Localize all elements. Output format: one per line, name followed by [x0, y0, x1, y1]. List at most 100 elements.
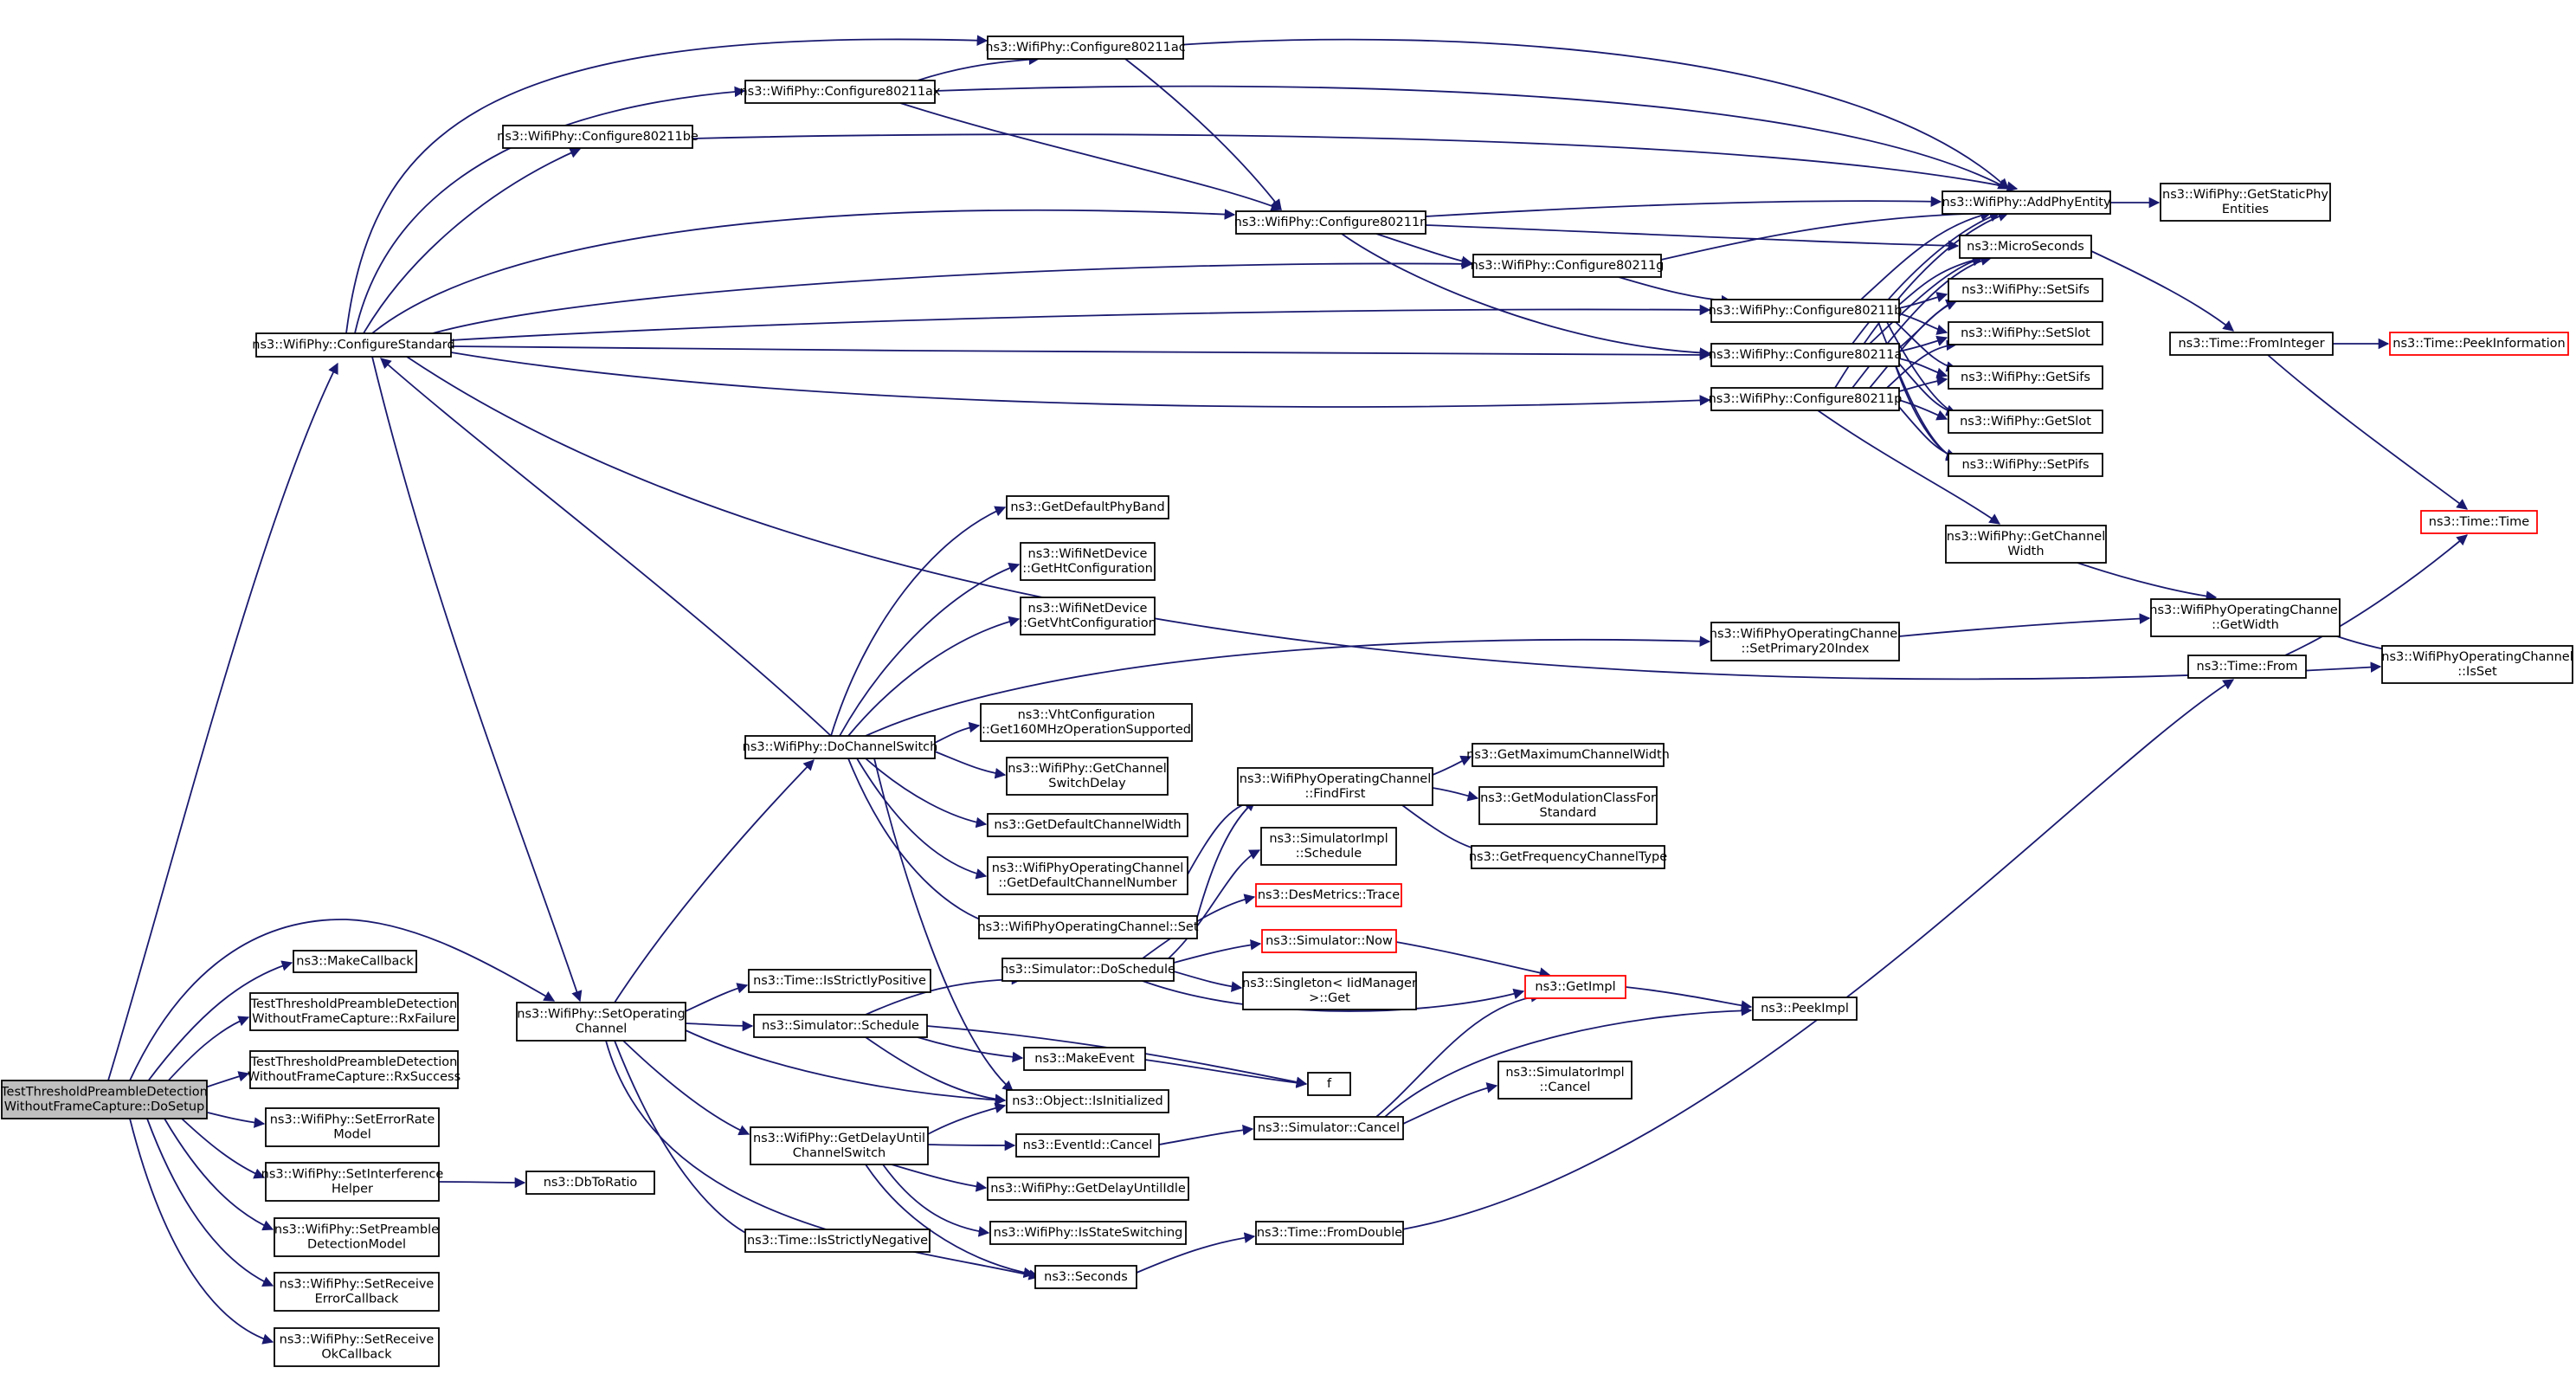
- node-dbtoratio[interactable]: ns3::DbToRatio: [525, 1171, 655, 1195]
- node-isinit[interactable]: ns3::Object::IsInitialized: [1006, 1089, 1169, 1113]
- node-simcancel[interactable]: ns3::Simulator::Cancel: [1253, 1116, 1404, 1140]
- node-label: ns3::MakeCallback: [296, 955, 414, 969]
- node-cfgb[interactable]: ns3::WifiPhy::Configure80211b: [1709, 299, 1903, 323]
- node-box: [1942, 190, 2111, 215]
- node-findfirst[interactable]: ns3::WifiPhyOperatingChannel::FindFirst: [1237, 767, 1433, 806]
- node-label: ns3::WifiPhy::Configure80211p: [1709, 392, 1903, 406]
- node-label: ::GetVhtConfiguration: [1019, 616, 1156, 630]
- edge-findfirst-to-getmod: [1432, 787, 1479, 802]
- edge-dochsw-to-getdefcn: [856, 758, 988, 880]
- node-label: ns3::VhtConfiguration: [1018, 708, 1156, 722]
- edge-fromint-to-timetime: [2267, 354, 2469, 510]
- node-setsifs[interactable]: ns3::WifiPhy::SetSifs: [1948, 278, 2103, 302]
- node-isstrictneg[interactable]: ns3::Time::IsStrictlyNegative: [744, 1229, 931, 1253]
- node-getdelayidle[interactable]: ns3::WifiPhy::GetDelayUntilIdle: [987, 1177, 1189, 1201]
- edge-cfgg-to-cfgb: [1618, 276, 1733, 306]
- node-label: Standard: [1540, 806, 1597, 820]
- node-fromint[interactable]: ns3::Time::FromInteger: [2169, 332, 2334, 356]
- node-simnow[interactable]: ns3::Simulator::Now: [1261, 929, 1397, 953]
- node-rxsucc[interactable]: TestThresholdPreambleDetectionWithoutFra…: [248, 1050, 460, 1089]
- node-getht[interactable]: ns3::WifiNetDevice::GetHtConfiguration: [1020, 542, 1156, 581]
- node-cfgg[interactable]: ns3::WifiPhy::Configure80211g: [1471, 254, 1665, 278]
- node-getmaxcw[interactable]: ns3::GetMaximumChannelWidth: [1466, 743, 1670, 767]
- node-f[interactable]: f: [1307, 1072, 1351, 1096]
- node-makeevent[interactable]: ns3::MakeEvent: [1023, 1047, 1146, 1071]
- node-root[interactable]: TestThresholdPreambleDetectionWithoutFra…: [0, 1080, 208, 1119]
- node-getfreqct[interactable]: ns3::GetFrequencyChannelType: [1469, 845, 1667, 869]
- node-box: [249, 1050, 459, 1089]
- node-box: [249, 992, 459, 1031]
- node-label: ns3::MakeEvent: [1034, 1052, 1135, 1066]
- node-cfga[interactable]: ns3::WifiPhy::Configure80211a: [1709, 343, 1902, 367]
- node-cfgbe[interactable]: ns3::WifiPhy::Configure80211be: [497, 125, 699, 149]
- node-timefrom[interactable]: ns3::Time::From: [2187, 655, 2307, 679]
- edge-setop-to-isinit: [685, 1029, 1007, 1106]
- node-getslot[interactable]: ns3::WifiPhy::GetSlot: [1948, 410, 2103, 434]
- node-getvht[interactable]: ns3::WifiNetDevice::GetVhtConfiguration: [1019, 597, 1156, 635]
- node-seconds[interactable]: ns3::Seconds: [1034, 1265, 1137, 1289]
- node-addphy[interactable]: ns3::WifiPhy::AddPhyEntity: [1942, 190, 2111, 215]
- node-label: ::SetPrimary20Index: [1742, 642, 1870, 656]
- node-micro[interactable]: ns3::MicroSeconds: [1959, 235, 2092, 259]
- node-label: ns3::GetDefaultPhyBand: [1010, 500, 1164, 514]
- node-peekinfo[interactable]: ns3::Time::PeekInformation: [2389, 332, 2569, 356]
- edge-dochsw-to-getvht: [847, 616, 1021, 737]
- node-label: ns3::DesMetrics::Trace: [1258, 888, 1400, 902]
- node-configstd[interactable]: ns3::WifiPhy::ConfigureStandard: [252, 332, 455, 358]
- node-label: Helper: [332, 1183, 373, 1197]
- node-setp20[interactable]: ns3::WifiPhyOperatingChannel::SetPrimary…: [1710, 622, 1901, 661]
- node-simimplsched[interactable]: ns3::SimulatorImpl::Schedule: [1260, 827, 1397, 866]
- edge-cfgax-to-cfgn: [899, 102, 1283, 211]
- node-isstrictpos[interactable]: ns3::Time::IsStrictlyPositive: [748, 969, 931, 993]
- edge-root-to-setrxerr: [146, 1118, 274, 1287]
- node-timetime[interactable]: ns3::Time::Time: [2420, 510, 2538, 534]
- node-box: [293, 950, 417, 973]
- node-evcancel[interactable]: ns3::EventId::Cancel: [1015, 1133, 1160, 1158]
- node-getdefcn[interactable]: ns3::WifiPhyOperatingChannel::GetDefault…: [987, 856, 1188, 895]
- node-cfgac[interactable]: ns3::WifiPhy::Configure80211ac: [985, 35, 1186, 60]
- node-cfgax[interactable]: ns3::WifiPhy::Configure80211ax: [739, 80, 941, 104]
- node-cfgp[interactable]: ns3::WifiPhy::Configure80211p: [1709, 387, 1903, 411]
- edge-makeevent-to-f: [1144, 1059, 1308, 1088]
- node-label: ns3::WifiPhy::GetSifs: [1961, 371, 2090, 384]
- node-setpifs[interactable]: ns3::WifiPhy::SetPifs: [1948, 453, 2103, 477]
- node-opset[interactable]: ns3::WifiPhyOperatingChannel::Set: [977, 915, 1199, 939]
- node-vht160[interactable]: ns3::VhtConfiguration::Get160MHzOperatio…: [980, 703, 1193, 742]
- node-getdefband[interactable]: ns3::GetDefaultPhyBand: [1006, 495, 1169, 519]
- edge-configstd-to-setop: [371, 356, 583, 1003]
- node-makecb[interactable]: ns3::MakeCallback: [293, 950, 417, 973]
- node-fromdouble[interactable]: ns3::Time::FromDouble: [1255, 1221, 1404, 1245]
- node-singleton[interactable]: ns3::Singleton< IidManager>::Get: [1242, 971, 1417, 1010]
- node-cfgn[interactable]: ns3::WifiPhy::Configure80211n: [1234, 210, 1428, 235]
- node-peekimpl[interactable]: ns3::PeekImpl: [1752, 997, 1858, 1021]
- node-getdefcw[interactable]: ns3::GetDefaultChannelWidth: [987, 813, 1188, 837]
- node-isstatesw[interactable]: ns3::WifiPhy::IsStateSwitching: [989, 1221, 1187, 1245]
- node-simimplcancel[interactable]: ns3::SimulatorImpl::Cancel: [1497, 1061, 1633, 1100]
- node-box: [1959, 235, 2092, 259]
- node-label: ns3::WifiPhyOperatingChannel::Set: [977, 920, 1198, 934]
- node-box: [1945, 525, 2107, 564]
- node-setslot[interactable]: ns3::WifiPhy::SetSlot: [1948, 321, 2103, 345]
- node-getwidth[interactable]: ns3::WifiPhyOperatingChannel::GetWidth: [2149, 598, 2341, 637]
- node-getimpl[interactable]: ns3::GetImpl: [1524, 975, 1626, 999]
- edge-setop-to-seconds: [605, 1040, 1040, 1280]
- node-dochsw[interactable]: ns3::WifiPhy::DoChannelSwitch: [743, 735, 938, 759]
- node-isset[interactable]: ns3::WifiPhyOperatingChannel::IsSet: [2381, 645, 2573, 684]
- node-rxfail[interactable]: TestThresholdPreambleDetectionWithoutFra…: [249, 992, 459, 1031]
- node-desmetrics[interactable]: ns3::DesMetrics::Trace: [1255, 883, 1402, 907]
- node-getsifs[interactable]: ns3::WifiPhy::GetSifs: [1948, 365, 2103, 390]
- node-dosched[interactable]: ns3::Simulator::DoSchedule: [1001, 958, 1175, 982]
- edge-dochsw-to-getdefcw: [865, 758, 988, 829]
- node-simsched[interactable]: ns3::Simulator::Schedule: [753, 1014, 928, 1038]
